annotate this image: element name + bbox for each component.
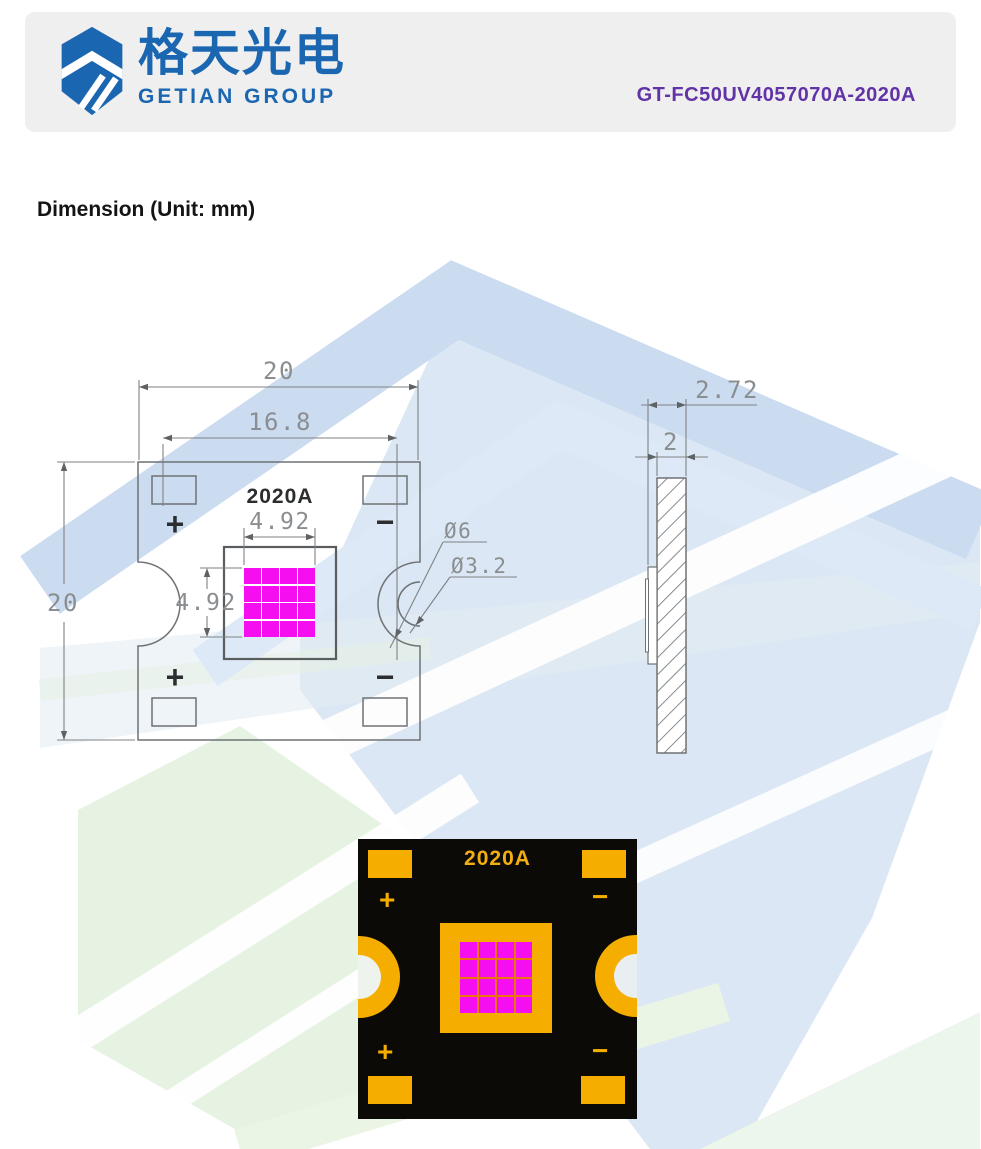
- led-cell: [497, 978, 514, 995]
- led-cell: [460, 960, 477, 977]
- led-cell: [497, 942, 514, 959]
- led-cell: [244, 585, 261, 602]
- led-cell: [515, 996, 532, 1013]
- led-cell: [244, 620, 261, 637]
- photo-minus-mark: −: [592, 1035, 609, 1066]
- photo-minus-mark: −: [592, 881, 609, 912]
- brand-name-english: GETIAN GROUP: [138, 85, 337, 108]
- led-cell: [298, 603, 315, 620]
- led-cell: [298, 585, 315, 602]
- photo-emitter-grid: [460, 942, 532, 1013]
- photo-pad: [368, 1076, 412, 1104]
- brand-name-chinese: 格天光电: [138, 24, 346, 82]
- part-number: GT-FC50UV4057070A-2020A: [636, 84, 916, 106]
- photo-model-label: 2020A: [464, 847, 531, 870]
- led-cell: [280, 568, 297, 585]
- photo-pad: [582, 850, 626, 878]
- led-cell: [460, 996, 477, 1013]
- led-cell: [460, 978, 477, 995]
- photo-pad: [581, 1076, 625, 1104]
- led-cell: [280, 620, 297, 637]
- led-cell: [262, 620, 279, 637]
- watermark-stripe: [26, 773, 480, 1077]
- led-cell: [298, 568, 315, 585]
- led-cell: [515, 960, 532, 977]
- led-cell: [262, 585, 279, 602]
- led-cell: [515, 942, 532, 959]
- page-title: Dimension (Unit: mm): [37, 198, 256, 221]
- led-cell: [262, 568, 279, 585]
- photo-half-holes: [358, 935, 637, 1018]
- led-cell: [497, 960, 514, 977]
- led-cell: [460, 942, 477, 959]
- led-cell: [478, 996, 495, 1013]
- led-cell: [262, 603, 279, 620]
- led-cell: [478, 960, 495, 977]
- photo-plus-mark: +: [377, 1036, 394, 1067]
- header-bar: 格天光电 GETIAN GROUP GT-FC50UV4057070A-2020…: [25, 12, 956, 132]
- getian-logo-icon: [61, 26, 123, 116]
- product-photo: 2020A + − + −: [358, 839, 637, 1119]
- led-cell: [280, 603, 297, 620]
- led-cell: [244, 603, 261, 620]
- led-cell: [280, 585, 297, 602]
- led-cell: [497, 996, 514, 1013]
- led-cell: [244, 568, 261, 585]
- watermark-shape: [700, 1012, 980, 1149]
- led-cell: [478, 942, 495, 959]
- photo-plus-mark: +: [379, 884, 396, 915]
- led-cell: [478, 978, 495, 995]
- emitter-grid: [244, 568, 315, 637]
- led-cell: [515, 978, 532, 995]
- brand-logo: 格天光电 GETIAN GROUP: [58, 25, 346, 117]
- led-cell: [298, 620, 315, 637]
- photo-pad: [368, 850, 412, 878]
